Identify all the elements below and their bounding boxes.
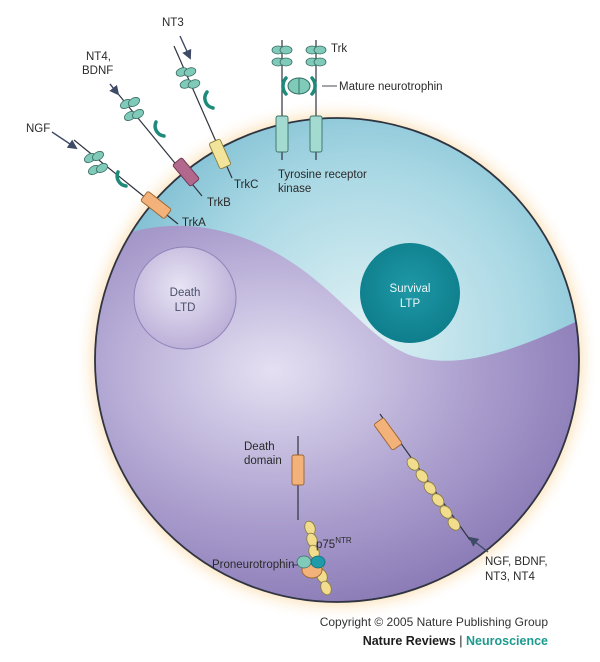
mature-neurotrophin-icon bbox=[281, 76, 317, 96]
trk-receptor bbox=[271, 40, 327, 160]
death-domain-label-line1: Death bbox=[244, 441, 275, 453]
p75-label-sup: NTR bbox=[335, 536, 352, 545]
nt4-bdnf-arrow bbox=[109, 83, 120, 96]
survival-label: Survival bbox=[390, 283, 431, 295]
bdnf-label: BDNF bbox=[82, 65, 113, 77]
ngf-group-label-line2: NT3, NT4 bbox=[485, 571, 535, 583]
journal-section: Neuroscience bbox=[466, 634, 548, 648]
journal-separator: | bbox=[455, 634, 467, 648]
trka-receptor bbox=[73, 139, 179, 225]
trka-label: TrkA bbox=[182, 217, 206, 229]
p75-label-main: p75 bbox=[316, 539, 335, 551]
nt4-label: NT4, bbox=[86, 51, 111, 63]
trk-label: Trk bbox=[331, 43, 347, 55]
death-ltd-circle bbox=[133, 246, 237, 350]
trkc-receptor bbox=[173, 45, 233, 179]
trkb-label: TrkB bbox=[207, 197, 231, 209]
death-domain-label-line2: domain bbox=[244, 455, 282, 467]
nt3-arrow bbox=[179, 35, 192, 60]
mature-neurotrophin-label: Mature neurotrophin bbox=[339, 81, 443, 93]
ngf-label: NGF bbox=[26, 123, 50, 135]
survival-ltp-circle bbox=[360, 243, 460, 343]
death-label: Death bbox=[170, 287, 201, 299]
ltp-label: LTP bbox=[400, 298, 421, 310]
proneurotrophin-label: Proneurotrophin bbox=[212, 559, 294, 571]
ngf-arrow bbox=[51, 131, 78, 150]
journal-credit: Nature Reviews | Neuroscience bbox=[363, 634, 548, 648]
tyrosine-label-line2: kinase bbox=[278, 183, 311, 195]
tyrosine-label-line1: Tyrosine receptor bbox=[278, 169, 367, 181]
p75ntr-receptor bbox=[296, 520, 332, 596]
ngf-group-arrow bbox=[468, 536, 489, 553]
ngf-group-label-line1: NGF, BDNF, bbox=[485, 556, 548, 568]
trkb-receptor bbox=[109, 83, 203, 197]
trkc-label: TrkC bbox=[234, 179, 258, 191]
cell-membrane bbox=[94, 117, 580, 603]
death-domain-receptor bbox=[291, 436, 305, 520]
proneurotrophin-icon bbox=[296, 555, 326, 579]
journal-name: Nature Reviews bbox=[362, 634, 456, 648]
right-p75-receptor bbox=[374, 413, 471, 541]
nt3-label: NT3 bbox=[162, 17, 184, 29]
p75-label: p75NTR bbox=[316, 536, 352, 551]
ltd-label: LTD bbox=[175, 302, 196, 314]
copyright-notice: Copyright © 2005 Nature Publishing Group bbox=[319, 615, 548, 629]
